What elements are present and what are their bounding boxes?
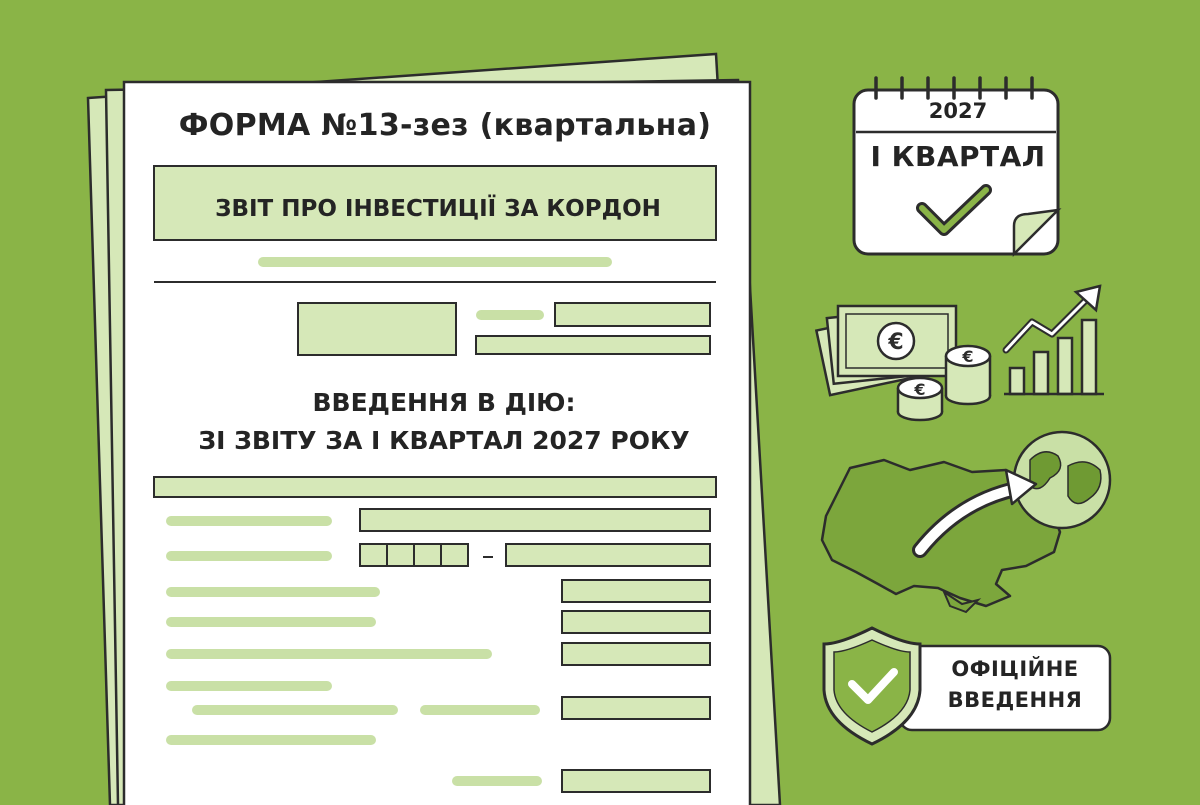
date-cell — [359, 543, 388, 567]
badge-line-1: ОФІЦІЙНЕ — [951, 657, 1079, 681]
calendar-quarter: І КВАРТАЛ — [870, 140, 1046, 173]
stamp-box — [297, 302, 457, 356]
date-cell — [440, 543, 469, 567]
growth-chart-icon — [1002, 284, 1104, 396]
date-cell — [386, 543, 415, 567]
effective-date-heading: ВВЕДЕННЯ В ДІЮ: ЗІ ЗВІТУ ЗА І КВАРТАЛ 20… — [150, 384, 738, 460]
calendar-icon — [852, 76, 1062, 258]
euro-symbol: € — [961, 347, 973, 366]
field-box — [561, 579, 711, 603]
field-box — [359, 508, 711, 532]
field-box — [505, 543, 711, 567]
effective-line-2: ЗІ ЗВІТУ ЗА І КВАРТАЛ 2027 РОКУ — [198, 426, 690, 455]
field-box — [561, 769, 711, 793]
field-box — [475, 335, 711, 355]
euro-banknotes-coins-icon: € € € — [814, 304, 992, 422]
ukraine-to-globe-icon — [820, 430, 1112, 614]
section-bar — [153, 476, 717, 498]
date-cell — [413, 543, 442, 567]
field-box — [561, 642, 711, 666]
field-box — [554, 302, 711, 327]
badge-label: ОФІЦІЙНЕ ВВЕДЕННЯ — [922, 654, 1108, 716]
form-fields — [153, 165, 717, 793]
report-title: ЗВІТ ПРО ІНВЕСТИЦІЇ ЗА КОРДОН — [215, 196, 661, 222]
euro-symbol: € — [887, 330, 903, 355]
euro-symbol: € — [913, 380, 925, 399]
report-title-box — [153, 165, 717, 241]
form-title: ФОРМА №13-зез (квартальна) — [178, 108, 712, 143]
effective-line-1: ВВЕДЕННЯ В ДІЮ: — [312, 388, 576, 417]
official-badge — [822, 626, 1112, 746]
placeholder-lines — [166, 257, 612, 786]
badge-line-2: ВВЕДЕННЯ — [947, 688, 1083, 712]
calendar-year: 2027 — [928, 99, 988, 123]
field-box — [561, 610, 711, 634]
field-box — [561, 696, 711, 720]
